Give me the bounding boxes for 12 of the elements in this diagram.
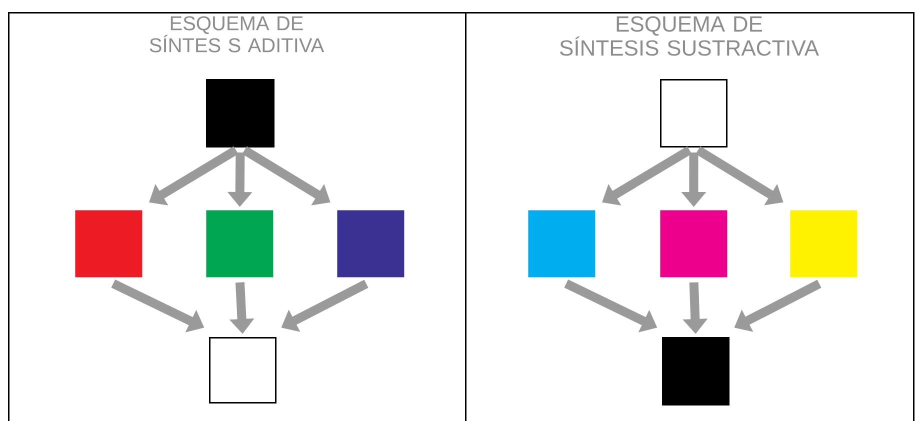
color-square	[660, 79, 728, 148]
color-square	[337, 210, 404, 278]
color-square	[209, 337, 276, 404]
color-square	[75, 210, 142, 278]
color-square	[206, 210, 274, 278]
color-square	[790, 210, 858, 278]
color-square	[206, 79, 274, 148]
color-square	[528, 210, 596, 278]
panel: ESQUEMA DE SÍNTES S ADITIVA	[8, 12, 466, 421]
panel: ESQUEMA DE SÍNTESIS SUSTRACTIVA	[465, 12, 914, 421]
color-square	[662, 337, 730, 406]
color-square	[660, 210, 728, 278]
